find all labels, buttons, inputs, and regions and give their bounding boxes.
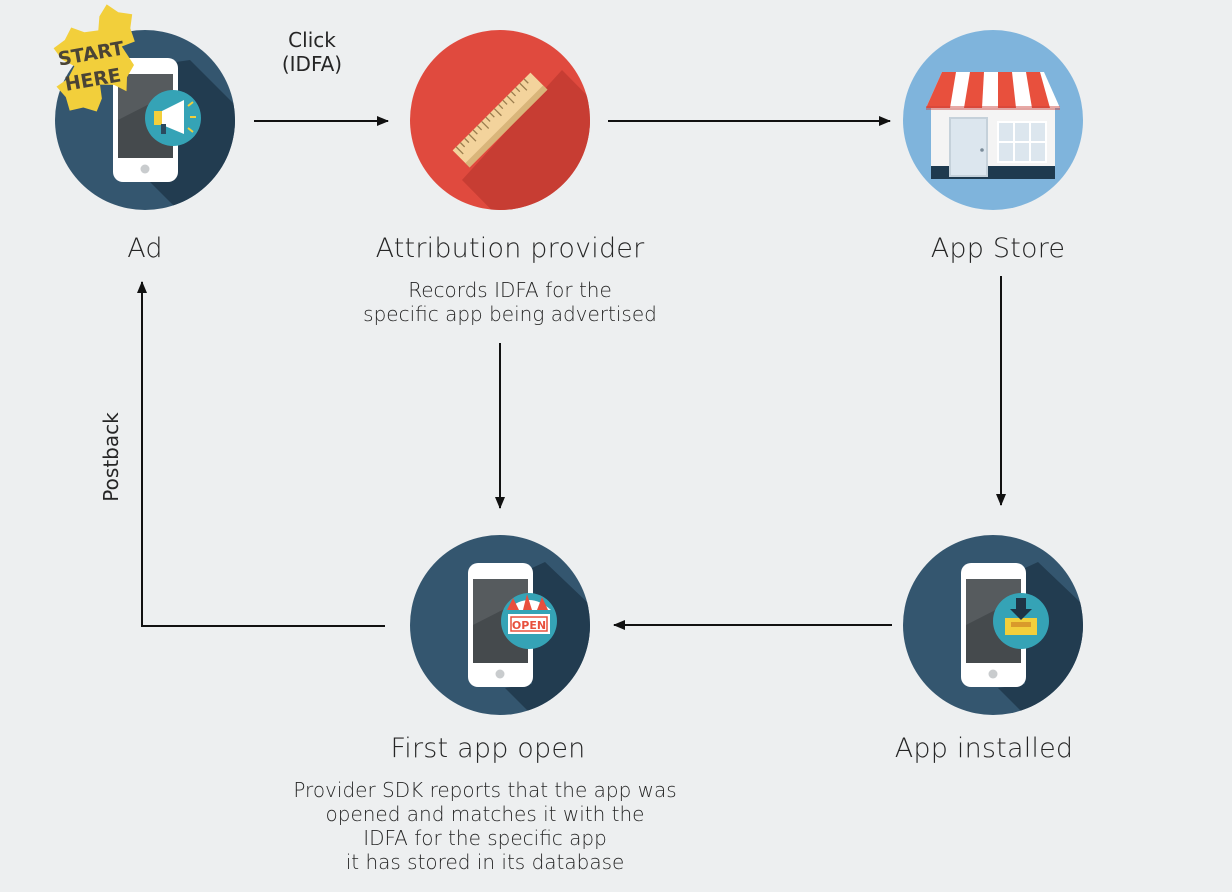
node-app-store-title: App Store bbox=[930, 233, 1066, 264]
node-first-open-icon: OPEN bbox=[410, 535, 590, 715]
first-open-desc-line: Provider SDK reports that the app was bbox=[293, 778, 677, 802]
awning bbox=[926, 72, 1060, 110]
node-attribution-title: Attribution provider bbox=[375, 233, 645, 264]
node-attribution-desc: Records IDFA for the specific app being … bbox=[300, 278, 720, 326]
node-attribution-icon bbox=[410, 30, 590, 210]
node-ad-icon: START HERE bbox=[53, 4, 235, 210]
edge-click-label: Click (IDFA) bbox=[252, 28, 372, 76]
open-sign-text: OPEN bbox=[512, 619, 546, 632]
download-tray-icon bbox=[993, 593, 1049, 649]
attribution-desc-line: Records IDFA for the bbox=[408, 278, 612, 302]
attribution-desc-line: specific app being advertised bbox=[363, 302, 657, 326]
first-open-desc-line: IDFA for the specific app bbox=[363, 826, 607, 850]
badge-starburst bbox=[53, 4, 135, 112]
node-app-installed-title: App installed bbox=[894, 733, 1074, 764]
megaphone-icon bbox=[145, 90, 201, 146]
phone-icon bbox=[468, 563, 533, 687]
storefront-icon bbox=[926, 72, 1060, 179]
node-first-open-title: First app open bbox=[390, 733, 586, 764]
node-app-store-icon bbox=[903, 30, 1083, 210]
start-here-badge: START HERE bbox=[53, 4, 135, 112]
open-sign-icon: OPEN bbox=[501, 593, 557, 649]
node-first-open-desc: Provider SDK reports that the app was op… bbox=[245, 778, 725, 874]
node-ad-title: Ad bbox=[127, 233, 163, 264]
edge-postback-label: Postback bbox=[99, 412, 123, 502]
node-app-installed-icon bbox=[903, 535, 1083, 715]
first-open-desc-line: it has stored in its database bbox=[345, 850, 625, 874]
click-label-line: Click bbox=[288, 28, 336, 52]
first-open-desc-line: opened and matches it with the bbox=[325, 802, 645, 826]
click-label-line: (IDFA) bbox=[281, 52, 343, 76]
ruler-icon bbox=[452, 72, 548, 168]
arrow-postback bbox=[137, 281, 385, 627]
